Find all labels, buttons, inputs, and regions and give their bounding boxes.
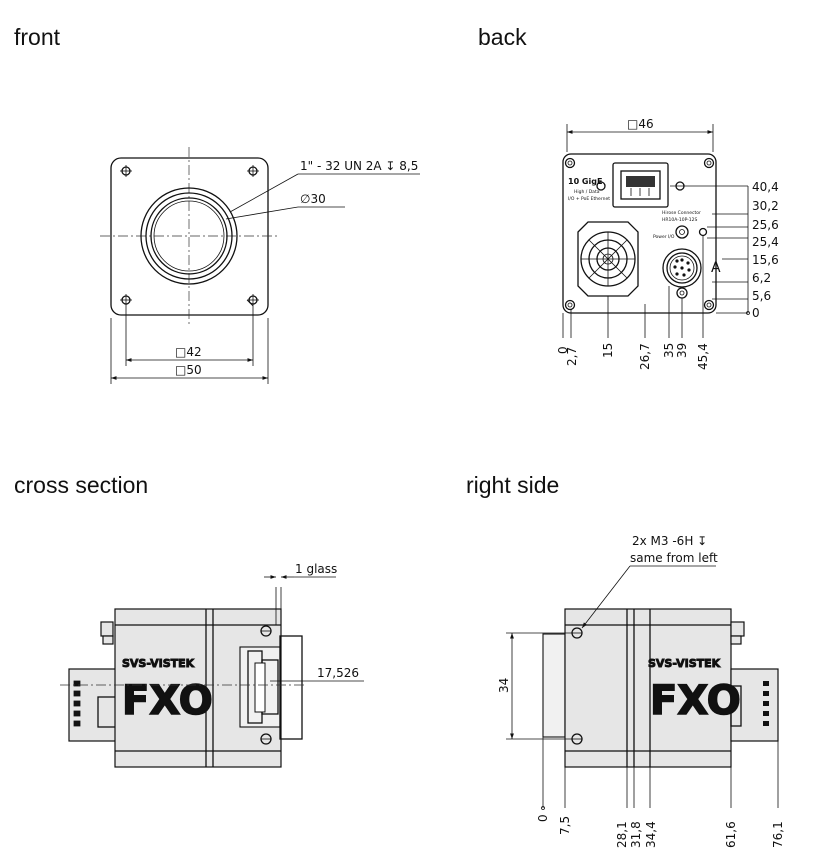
back-bottom-dim: 35 [662,343,676,358]
mount-callout-2: same from left [630,551,718,565]
back-right-dim: 25,6 [752,218,779,232]
connector-sub1: High / Data [574,189,600,195]
right-side-view: SVS-VISTEK FXO 2x M3 -6H ↧ same from lef… [497,534,785,848]
back-bottom-dim: 0 [556,346,570,354]
camera-body-side [564,608,732,768]
lens-mount-inner [150,197,228,275]
side-model: FXO [650,678,741,724]
side-height-dim: 34 [497,678,511,693]
cross-section-view: SVS-VISTEK FXO 1 glass 17,526 [60,562,364,768]
back-view-title: back [478,24,527,50]
back-corner-screws [564,157,715,311]
back-right-dim: 15,6 [752,253,779,267]
hirose-title: Hirose Connector [662,210,701,216]
section-model: FXO [122,678,213,724]
back-bottom-dim: 26,7 [638,343,652,370]
connector-title: 10 GigE [568,177,602,186]
inner-square-dim: □42 [175,345,202,359]
front-view: 1" - 32 UN 2A ↧ 8,5 ∅30 □42 □50 [100,147,420,384]
cross-section-view-title: cross section [14,472,149,498]
section-brand: SVS-VISTEK [122,657,195,670]
back-right-dim: 0 [752,306,760,320]
back-right-dim: 6,2 [752,271,771,285]
side-bottom-dim: 34,4 [644,821,658,848]
side-bottom-dim: 0 [536,814,550,822]
back-bottom-dim: 2,7 [565,347,579,366]
section-marker: A [711,260,721,276]
side-bottom-dim: 7,5 [558,816,572,835]
front-body [110,157,269,316]
back-bottom-dim: 45,4 [696,343,710,370]
side-bottom-dim: 28,1 [615,821,629,848]
connector-sub2: I/O + PoE Ethernet [568,196,610,202]
lens-mount-outer [140,187,238,285]
depth-label: 17,526 [317,666,359,680]
side-brand: SVS-VISTEK [648,657,721,670]
back-right-dim: 30,2 [752,199,779,213]
back-bottom-dim: 15 [601,343,615,358]
back-bottom-dim: 39 [675,343,689,358]
hirose-sub: HR10A-10P-12S [662,217,698,223]
back-right-dim: 40,4 [752,180,779,194]
hirose-connector [662,225,708,299]
fan-vent [577,221,639,297]
diameter-callout: ∅30 [300,192,326,206]
thread-callout: 1" - 32 UN 2A ↧ 8,5 [300,159,418,173]
back-top-width-dim: □46 [627,117,654,131]
front-screw-holes [120,165,259,307]
side-bottom-dim: 31,8 [629,821,643,848]
right-side-view-title: right side [466,472,560,498]
back-view: 10 GigE High / Data I/O + PoE Ethernet H… [556,117,779,370]
ethernet-port [612,162,669,208]
back-right-dim: 25,4 [752,235,779,249]
side-bottom-dim: 76,1 [771,821,785,848]
power-label: Power I/O [653,234,675,240]
section-screws [260,625,272,745]
mount-callout-1: 2x M3 -6H ↧ [632,534,707,548]
back-body [562,153,717,314]
front-view-title: front [14,24,61,50]
back-right-dim: 5,6 [752,289,771,303]
side-bottom-dim: 61,6 [724,821,738,848]
outer-square-dim: □50 [175,363,202,377]
glass-label: 1 glass [295,562,337,576]
